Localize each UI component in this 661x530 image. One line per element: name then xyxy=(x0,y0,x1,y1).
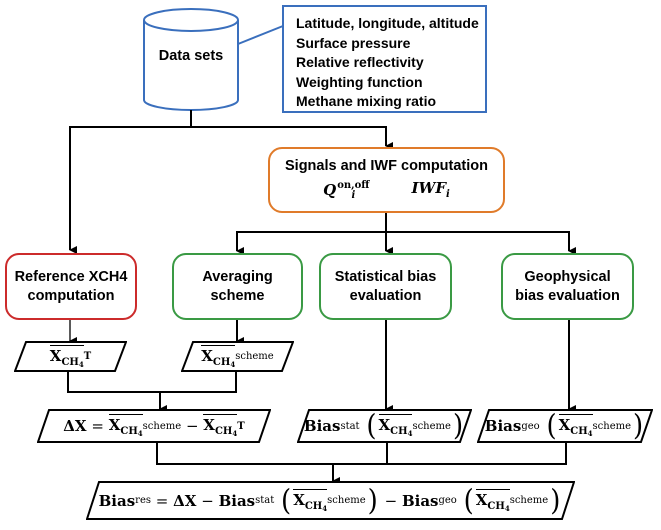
callout-line xyxy=(237,25,284,45)
edge-to-geophysical xyxy=(386,231,576,255)
data-item: Weighting function xyxy=(296,73,423,90)
geophysical-line1: Geophysical xyxy=(524,268,611,285)
datasets-contents-box: Latitude, longitude, altitude Surface pr… xyxy=(282,5,487,113)
edge-to-signals xyxy=(191,126,393,150)
statistical-line1: Statistical bias xyxy=(334,268,437,285)
signals-title: Signals and IWF computation xyxy=(285,157,488,174)
averaging-scheme-box: Averaging scheme xyxy=(172,253,303,320)
data-item: Relative reflectivity xyxy=(296,54,424,70)
statistical-bias-box: Statistical bias evaluation xyxy=(319,253,452,320)
reference-xch4-box: Reference XCH4 computation xyxy=(5,253,137,320)
data-item: Latitude, longitude, altitude xyxy=(296,15,479,31)
edge-join-bias xyxy=(156,443,567,465)
iwf-symbol: IWFi xyxy=(411,178,450,200)
geophysical-line2: bias evaluation xyxy=(515,287,620,304)
data-item: Surface pressure xyxy=(296,34,411,51)
averaging-line1: Averaging xyxy=(202,268,273,285)
edge-to-averaging xyxy=(236,231,386,255)
data-item: Methane mixing ratio xyxy=(296,93,437,109)
geophysical-bias-box: Geophysical bias evaluation xyxy=(501,253,634,320)
reference-line2: computation xyxy=(27,287,115,304)
statistical-line2: evaluation xyxy=(349,287,422,304)
edge-to-reference xyxy=(69,126,191,254)
datasets-label: Data sets xyxy=(158,48,224,64)
averaging-line2: scheme xyxy=(210,287,265,304)
edge-join-x xyxy=(67,372,237,393)
reference-line1: Reference XCH4 xyxy=(14,268,128,285)
